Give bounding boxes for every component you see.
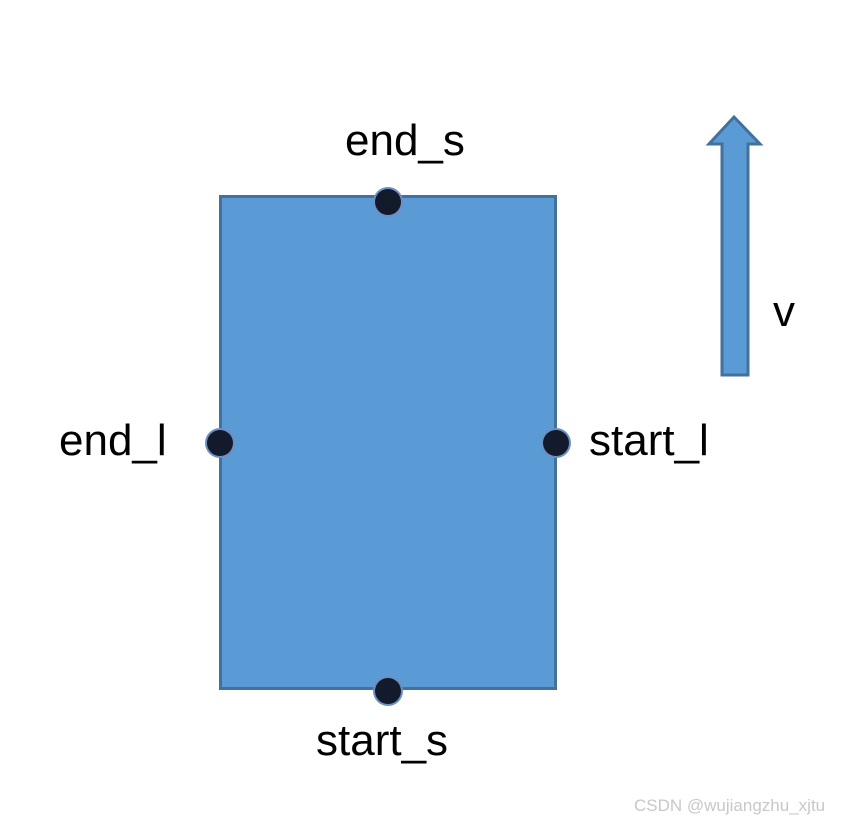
velocity-arrow-shape — [705, 114, 764, 377]
blue-rectangle — [219, 195, 557, 690]
point-dot-start-s — [375, 678, 401, 704]
point-marker-start-s — [373, 676, 403, 706]
label-velocity: v — [773, 287, 795, 336]
label-start-l: start_l — [589, 416, 709, 465]
point-dot-end-s — [375, 189, 401, 215]
point-dot-start-l — [543, 430, 569, 456]
point-marker-end-l — [205, 428, 235, 458]
label-end-s: end_s — [345, 116, 465, 165]
label-end-l: end_l — [59, 416, 167, 465]
point-marker-start-l — [541, 428, 571, 458]
point-dot-end-l — [207, 430, 233, 456]
watermark: CSDN @wujiangzhu_xjtu — [634, 796, 826, 815]
point-marker-end-s — [373, 187, 403, 217]
label-start-s: start_s — [316, 716, 449, 765]
